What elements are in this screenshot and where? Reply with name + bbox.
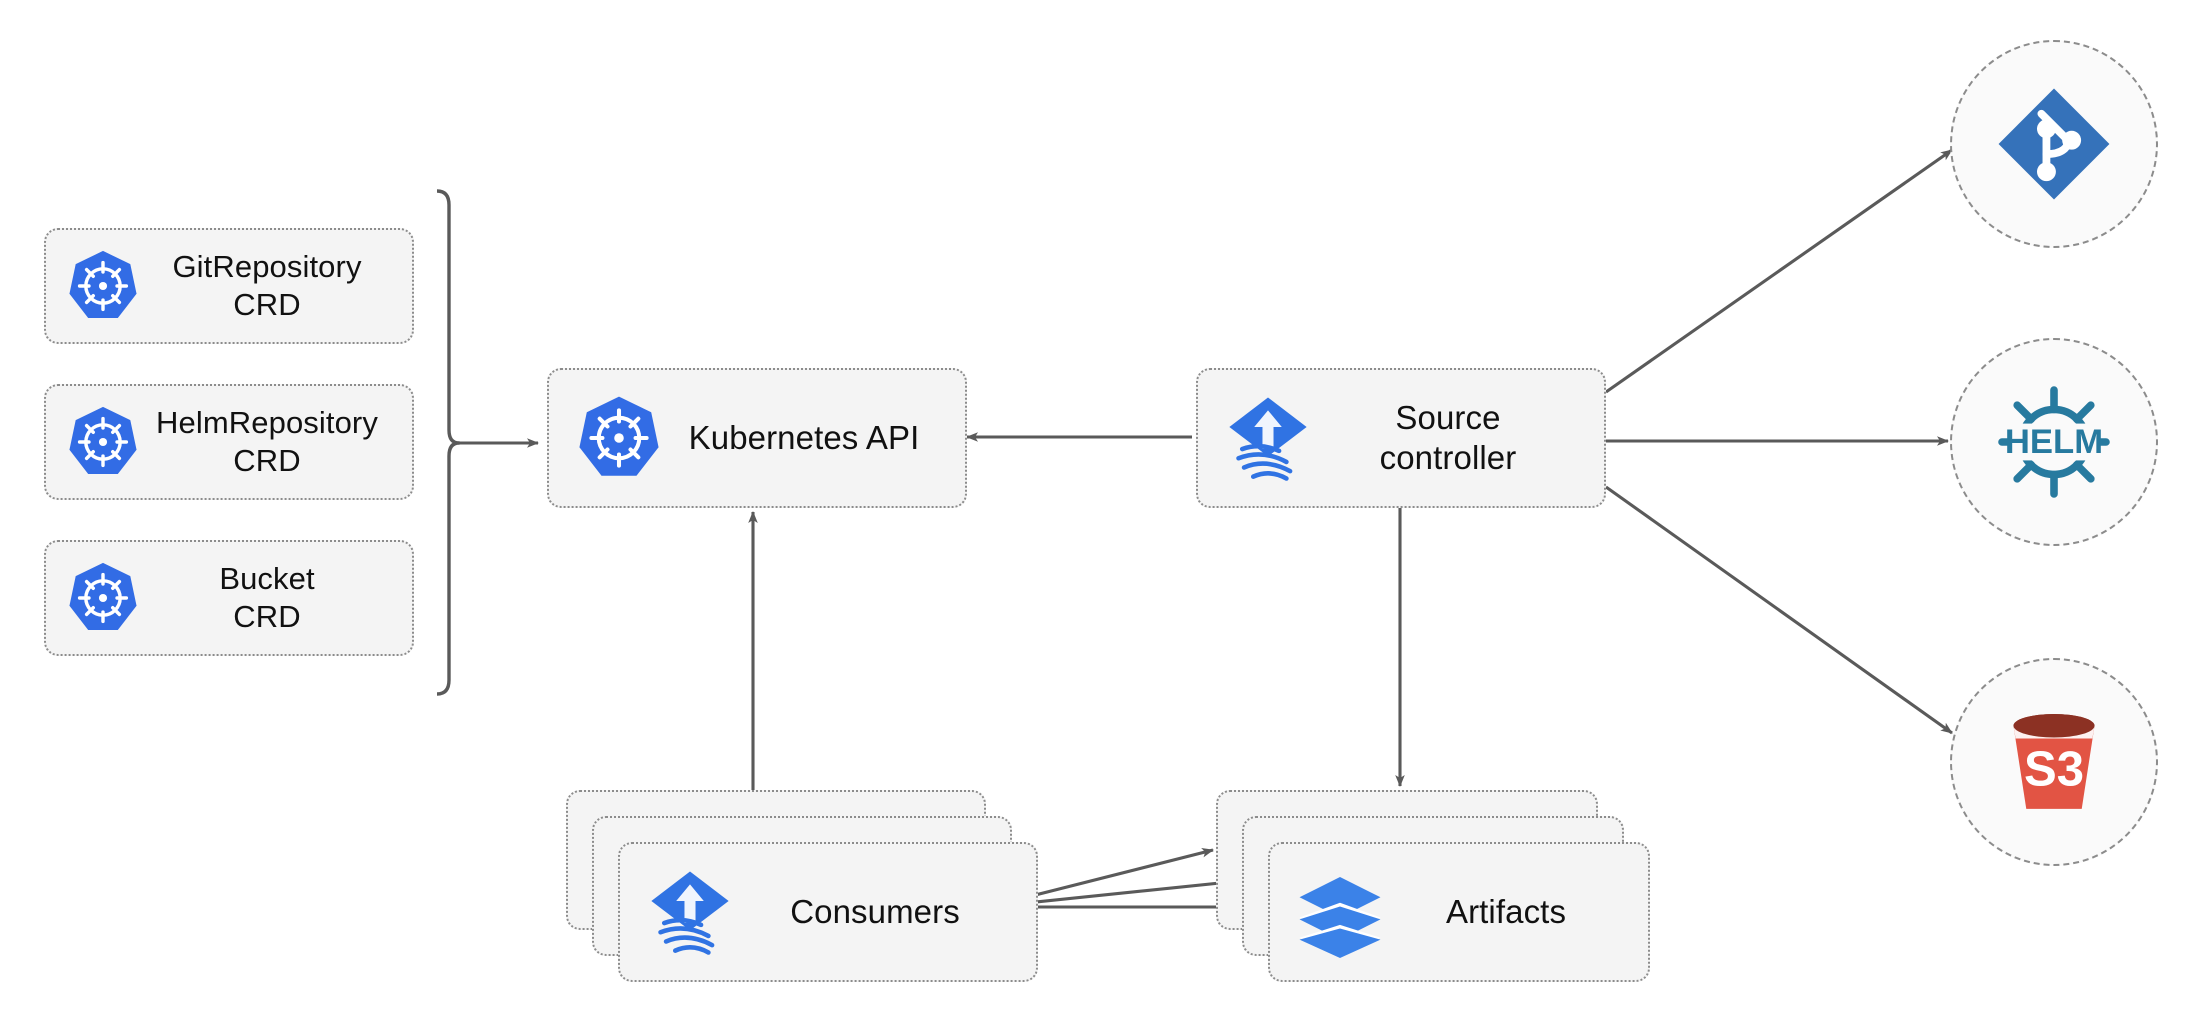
edge-controller-to-s3	[1605, 485, 1953, 735]
crd-card-label: GitRepository CRD	[172, 249, 362, 322]
helm-wordmark: HELM	[2005, 423, 2103, 461]
kubernetes-icon	[64, 559, 142, 637]
crd-card-helmrepository[interactable]: HelmRepository CRD	[44, 384, 414, 500]
node-label: Artifacts	[1445, 892, 1567, 930]
kubernetes-icon	[573, 392, 665, 484]
node-source-controller[interactable]: Source controller	[1196, 368, 1606, 508]
node-label: Kubernetes API	[688, 418, 920, 456]
kubernetes-icon	[64, 247, 142, 325]
source-circle-s3[interactable]: S3	[1950, 658, 2158, 866]
source-circle-helm[interactable]: HELM	[1950, 338, 2158, 546]
crd-bracket	[436, 189, 461, 696]
helm-icon: HELM	[1989, 377, 2119, 507]
node-consumers[interactable]: Consumers	[618, 842, 1038, 982]
node-label: Source controller	[1379, 398, 1517, 476]
flux-icon	[1222, 392, 1314, 484]
s3-wordmark: S3	[2024, 742, 2084, 796]
crd-card-label: HelmRepository CRD	[156, 405, 378, 478]
node-kubernetes-api[interactable]: Kubernetes API	[547, 368, 967, 508]
s3-bucket-icon: S3	[1990, 698, 2118, 826]
crd-card-bucket[interactable]: Bucket CRD	[44, 540, 414, 656]
layers-icon	[1294, 866, 1386, 958]
git-icon	[1991, 81, 2117, 207]
kubernetes-icon	[64, 403, 142, 481]
source-circle-git[interactable]	[1950, 40, 2158, 248]
edge-controller-to-git	[1605, 148, 1953, 394]
flux-icon	[644, 866, 736, 958]
crd-card-label: Bucket CRD	[219, 561, 315, 634]
crd-card-gitrepository[interactable]: GitRepository CRD	[44, 228, 414, 344]
node-artifacts[interactable]: Artifacts	[1268, 842, 1650, 982]
node-label: Consumers	[790, 892, 960, 930]
